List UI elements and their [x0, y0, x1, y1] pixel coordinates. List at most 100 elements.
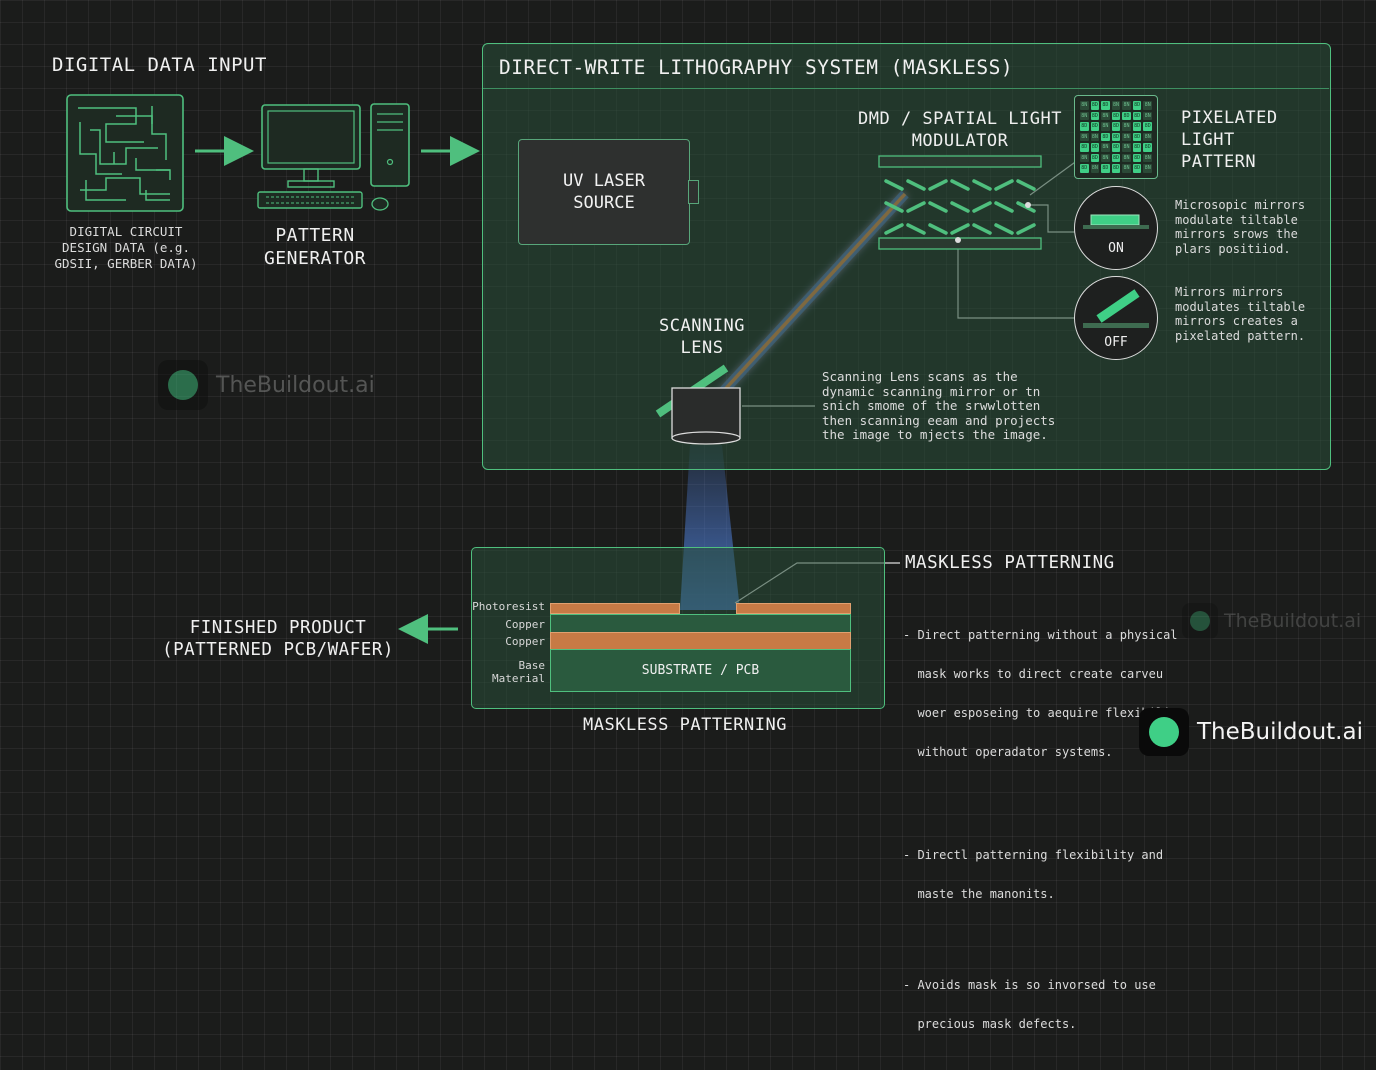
laser-label-line-1: UV LASER: [563, 171, 645, 191]
off-label: OFF: [1104, 335, 1128, 350]
on-desc-line-4: plars positiiod.: [1175, 241, 1291, 256]
bullet-1-line-4: without operadator systems.: [903, 745, 1113, 759]
system-panel-divider: [483, 88, 1329, 89]
pixel-cell: 8N: [1143, 153, 1152, 163]
bullet-2-line-2: maste the manonits.: [903, 887, 1055, 901]
pixel-cell: 8D: [1132, 153, 1142, 163]
pixel-cell: 8D: [1090, 122, 1100, 131]
mirror-off-state: OFF: [1074, 276, 1158, 360]
substrate-label: SUBSTRATE / PCB: [641, 663, 760, 678]
pixel-cell: 8N: [1101, 143, 1110, 152]
dmd-micromirror: [928, 201, 948, 213]
dmd-micromirror: [950, 201, 970, 213]
watermark-faded-right: TheBuildout.ai: [1182, 603, 1361, 639]
pixel-cell: 8N: [1101, 111, 1110, 121]
uv-laser-source: UV LASER SOURCE: [518, 139, 690, 245]
dmd-micromirror: [884, 223, 904, 235]
pixel-cell: 8D: [1132, 122, 1142, 131]
pixel-cell: 8D: [1132, 132, 1142, 142]
lens-label-line-1: SCANNING: [659, 316, 745, 336]
dmd-micromirror: [972, 201, 992, 213]
dmd-micromirror: [972, 223, 992, 235]
pixel-cell: 8D: [1111, 143, 1121, 152]
mirror-on-icon: [1083, 214, 1149, 229]
pixel-label-line-3: PATTERN: [1181, 152, 1257, 172]
pixel-cell: 8D: [1111, 153, 1121, 163]
dmd-mirror-array: [878, 155, 1042, 250]
pixel-pattern-label: PIXELATED LIGHT PATTERN: [1181, 107, 1278, 173]
maskless-bullets: - Direct patterning without a physical m…: [903, 577, 1185, 1070]
dmd-label-line-1: DMD / SPATIAL LIGHT: [858, 109, 1062, 129]
dmd-micromirror: [928, 179, 948, 191]
lens-label-line-2: LENS: [680, 338, 724, 358]
pixel-cell: 8D: [1122, 111, 1131, 121]
substrate-layer: SUBSTRATE / PCB: [550, 649, 851, 692]
pixel-cell: 8D: [1132, 101, 1142, 110]
finished-line-2: (PATTERNED PCB/WAFER): [162, 640, 394, 660]
lens-desc-line-1: Scanning Lens scans as the: [822, 369, 1018, 384]
pixel-cell: 8D: [1090, 143, 1100, 152]
pixel-label-line-2: LIGHT: [1181, 130, 1235, 150]
dmd-micromirror: [906, 223, 926, 235]
circuit-board-icon: [66, 94, 184, 212]
pixel-cell: 8N: [1122, 153, 1131, 163]
lens-description: Scanning Lens scans as the dynamic scann…: [822, 369, 1055, 443]
layer-label-copper-1: Copper: [505, 618, 545, 631]
pixel-cell: 8N: [1090, 164, 1100, 173]
circuit-caption-line-1: DIGITAL CIRCUIT: [69, 224, 183, 239]
pixel-cell: 8N: [1143, 111, 1152, 121]
pixel-cell: 8D: [1090, 101, 1100, 110]
pixel-cell: 8N: [1143, 164, 1152, 173]
finished-product-label: FINISHED PRODUCT (PATTERNED PCB/WAFER): [160, 617, 396, 661]
pixel-cell: 8D: [1101, 164, 1110, 173]
copper-layer-2: [550, 632, 851, 650]
dmd-micromirror: [906, 179, 926, 191]
dmd-micromirror: [1016, 179, 1036, 191]
pixel-cell: 8N: [1090, 132, 1100, 142]
pixel-cell: 8D: [1143, 143, 1152, 152]
maskless-patterning-title: MASKLESS PATTERNING: [905, 553, 1115, 573]
dmd-micromirror: [906, 201, 926, 213]
pixel-cell: 8D: [1080, 143, 1089, 152]
copper-layer-1: [550, 614, 851, 633]
on-description: Microsopic mirrors modulate tiltable mir…: [1175, 198, 1305, 256]
scanning-lens-label: SCANNING LENS: [640, 315, 764, 359]
on-desc-line-3: mirrors srows the: [1175, 227, 1298, 241]
pixel-cell: 8D: [1080, 122, 1089, 131]
photoresist-layer-left: [550, 603, 680, 614]
computer-icon: [257, 103, 410, 211]
off-desc-line-3: mirrors creates a: [1175, 314, 1298, 328]
pixel-cell: 8D: [1132, 111, 1142, 121]
watermark-faded-right-text: TheBuildout.ai: [1224, 610, 1362, 632]
pixel-cell: 8D: [1101, 132, 1110, 142]
dmd-micromirror: [994, 223, 1014, 235]
watermark-faded-left-text: TheBuildout.ai: [216, 372, 375, 398]
generator-label-line-2: GENERATOR: [263, 248, 367, 269]
watermark-right-logo-icon: [1182, 603, 1218, 639]
bullet-1-line-1: - Direct patterning without a physical: [903, 628, 1178, 642]
bullet-1-line-2: mask works to direct create carveu: [903, 667, 1164, 681]
scanning-lens-icon: [655, 364, 741, 445]
pixel-cell: 8D: [1143, 122, 1152, 131]
lens-desc-line-3: snich smome of the srwwlotten: [822, 398, 1041, 413]
bullet-3-line-1: - Avoids mask is so invorsed to use: [903, 978, 1156, 992]
bullet-2: - Directl patterning flexibility and mas…: [903, 823, 1185, 927]
pixel-cell: 8N: [1122, 143, 1131, 152]
pixel-cell: 8N: [1101, 122, 1110, 131]
circuit-caption-line-2: DESIGN DATA (e.g.: [62, 240, 190, 255]
mirror-off-icon: [1083, 289, 1149, 328]
off-desc-line-4: pixelated pattern.: [1175, 328, 1306, 343]
bullet-3: - Avoids mask is so invorsed to use prec…: [903, 953, 1185, 1057]
dmd-micromirror: [994, 201, 1014, 213]
bullet-1: - Direct patterning without a physical m…: [903, 603, 1185, 785]
pixel-cell: 8D: [1101, 101, 1110, 110]
base-line-2: Material: [492, 672, 545, 685]
layer-label-copper-2: Copper: [505, 635, 545, 648]
on-label: ON: [1108, 241, 1124, 256]
pixel-cell: 8D: [1080, 164, 1089, 173]
pixel-cell: 8N: [1080, 153, 1089, 163]
watermark-logo-icon: [158, 360, 208, 410]
system-title: DIRECT-WRITE LITHOGRAPHY SYSTEM (MASKLES…: [499, 56, 1014, 79]
generator-label-line-1: PATTERN: [275, 225, 355, 246]
layer-label-base: Base Material: [470, 659, 545, 685]
